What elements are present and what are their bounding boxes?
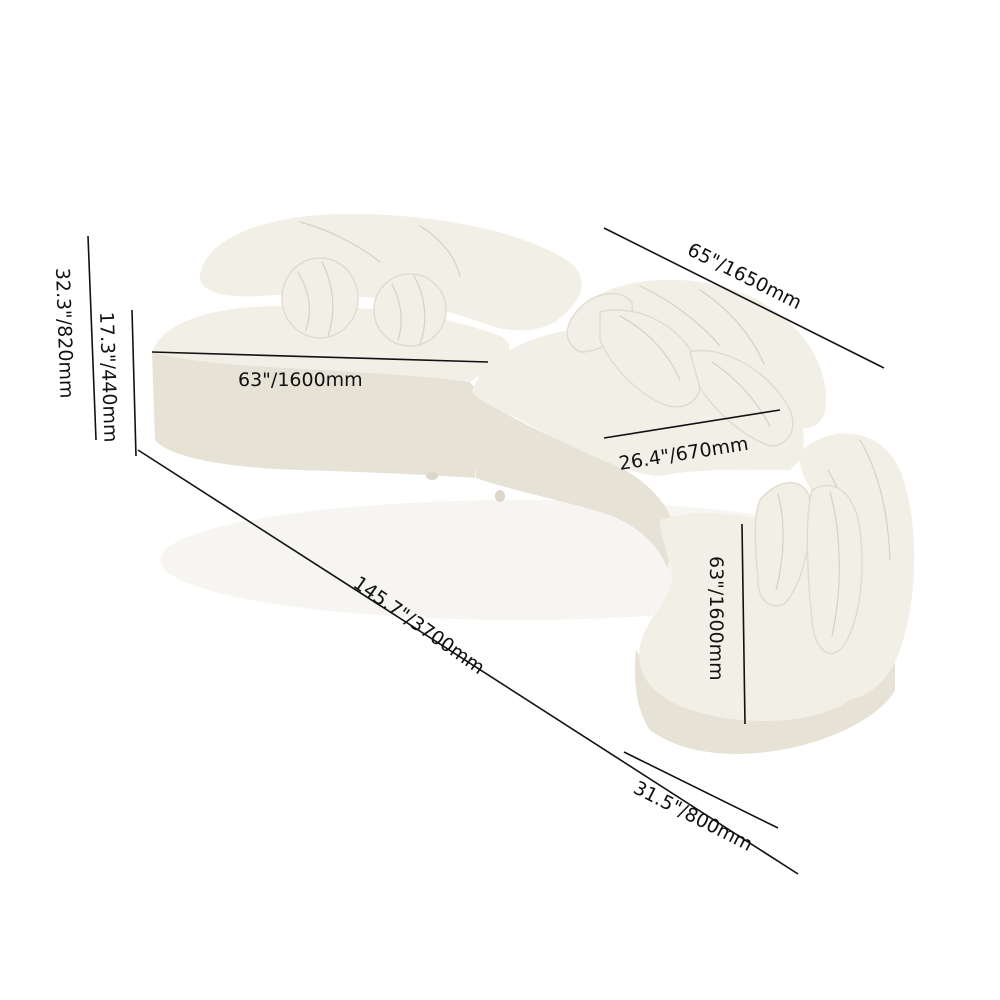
seat-height-line xyxy=(131,309,137,457)
seat-height-label: 17.3"/440mm xyxy=(95,311,122,442)
total-height-label: 32.3"/820mm xyxy=(51,267,78,398)
bolster-pillow-left xyxy=(281,257,359,339)
middle-module xyxy=(472,279,827,570)
right-module-length-line xyxy=(741,523,746,725)
right-module-depth-dimension: 31.5"/800mm xyxy=(623,751,779,856)
left-module xyxy=(152,213,582,480)
right-module-length-label: 63"/1600mm xyxy=(705,556,727,681)
right-module-length-dimension: 63"/1600mm xyxy=(705,523,746,725)
left-module-width-label: 63"/1600mm xyxy=(238,369,363,391)
total-height-dimension: 32.3"/820mm xyxy=(51,235,97,441)
middle-module-width-line xyxy=(603,227,885,369)
overall-length-line xyxy=(137,449,799,875)
left-module-width-dimension: 63"/1600mm xyxy=(151,351,489,391)
seat-depth-line xyxy=(603,409,781,439)
bolster-pillow-right xyxy=(373,273,447,347)
total-height-line xyxy=(87,235,97,441)
left-module-width-line xyxy=(151,351,489,363)
seat-height-dimension: 17.3"/440mm xyxy=(95,309,137,457)
right-module-depth-line xyxy=(623,751,779,829)
right-module-depth-label: 31.5"/800mm xyxy=(630,777,756,856)
right-module xyxy=(634,433,915,754)
curved-sectional-sofa xyxy=(152,213,915,754)
